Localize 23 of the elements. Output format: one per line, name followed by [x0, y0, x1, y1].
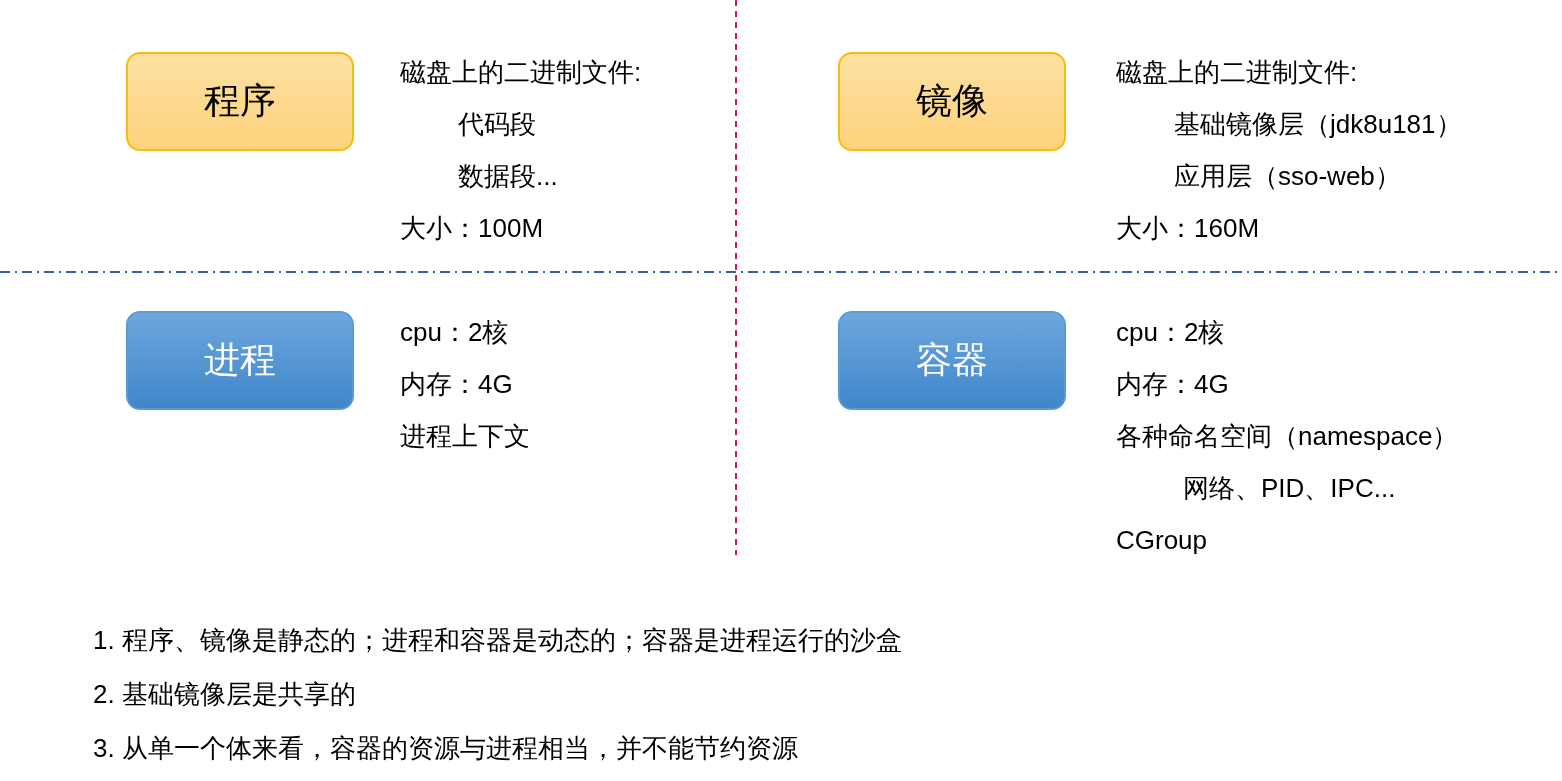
- description-text: 代码段: [458, 108, 536, 140]
- description-text: 磁盘上的二进制文件:: [1116, 56, 1358, 88]
- description-text: 磁盘上的二进制文件:: [400, 56, 642, 88]
- concept-box: 容器: [838, 311, 1066, 410]
- description-text: 内存：4G: [1116, 368, 1229, 400]
- note-text: 1. 程序、镜像是静态的；进程和容器是动态的；容器是进程运行的沙盒: [93, 624, 902, 656]
- description-text: 大小：100M: [400, 212, 544, 244]
- description-text: cpu：2核: [400, 316, 509, 348]
- concept-box: 程序: [126, 52, 354, 151]
- description-text: 大小：160M: [1116, 212, 1260, 244]
- concept-box: 进程: [126, 311, 354, 410]
- description-text: 应用层（sso-web）: [1174, 160, 1401, 192]
- concept-box: 镜像: [838, 52, 1066, 151]
- description-text: 进程上下文: [400, 420, 530, 452]
- description-text: CGroup: [1116, 524, 1208, 556]
- description-text: 数据段...: [458, 160, 558, 192]
- description-text: 网络、PID、IPC...: [1183, 472, 1396, 504]
- description-text: cpu：2核: [1116, 316, 1225, 348]
- description-text: 内存：4G: [400, 368, 513, 400]
- description-text: 各种命名空间（namespace）: [1116, 420, 1459, 452]
- description-text: 基础镜像层（jdk8u181）: [1174, 108, 1462, 140]
- note-text: 2. 基础镜像层是共享的: [93, 678, 356, 710]
- note-text: 3. 从单一个体来看，容器的资源与进程相当，并不能节约资源: [93, 732, 798, 764]
